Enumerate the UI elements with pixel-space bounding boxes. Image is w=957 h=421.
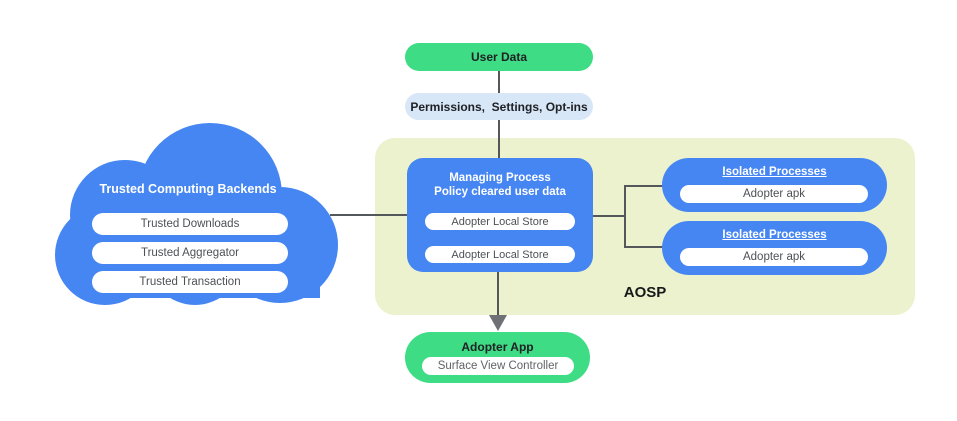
managing-process-title-line2: Policy cleared user data: [434, 186, 566, 198]
adopter-apk-pill-1: Adopter apk: [680, 185, 868, 203]
connector-userdata-permissions: [498, 71, 500, 93]
managing-process-title: Managing Process Policy cleared user dat…: [407, 171, 593, 199]
connector-permissions-managing: [498, 120, 500, 159]
arrowhead-down-icon: [489, 315, 507, 331]
connector-managing-junction: [593, 215, 626, 217]
isolated-process-title-1: Isolated Processes: [722, 166, 827, 178]
aosp-label: AOSP: [623, 284, 667, 301]
connector-junction-isolated2: [624, 246, 664, 248]
connector-junction-vertical: [624, 185, 626, 248]
adopter-apk-pill-2: Adopter apk: [680, 248, 868, 266]
connector-managing-adopter: [497, 272, 499, 317]
cloud-pill-trusted-transaction: Trusted Transaction: [92, 271, 288, 293]
isolated-process-title-2: Isolated Processes: [722, 229, 827, 241]
managing-process-title-line1: Managing Process: [449, 172, 551, 184]
connector-cloud-managing: [330, 214, 408, 216]
cloud-pill-trusted-downloads: Trusted Downloads: [92, 213, 288, 235]
adopter-app-title: Adopter App: [461, 340, 534, 354]
cloud-pill-trusted-aggregator: Trusted Aggregator: [92, 242, 288, 264]
surface-view-controller-pill: Surface View Controller: [422, 357, 574, 375]
permissions-settings-node: Permissions, Settings, Opt-ins: [405, 93, 593, 120]
cloud-title: Trusted Computing Backends: [99, 182, 277, 196]
adopter-local-store-pill-2: Adopter Local Store: [425, 246, 575, 263]
adopter-local-store-pill-1: Adopter Local Store: [425, 213, 575, 230]
user-data-node: User Data: [405, 43, 593, 71]
connector-junction-isolated1: [624, 185, 664, 187]
